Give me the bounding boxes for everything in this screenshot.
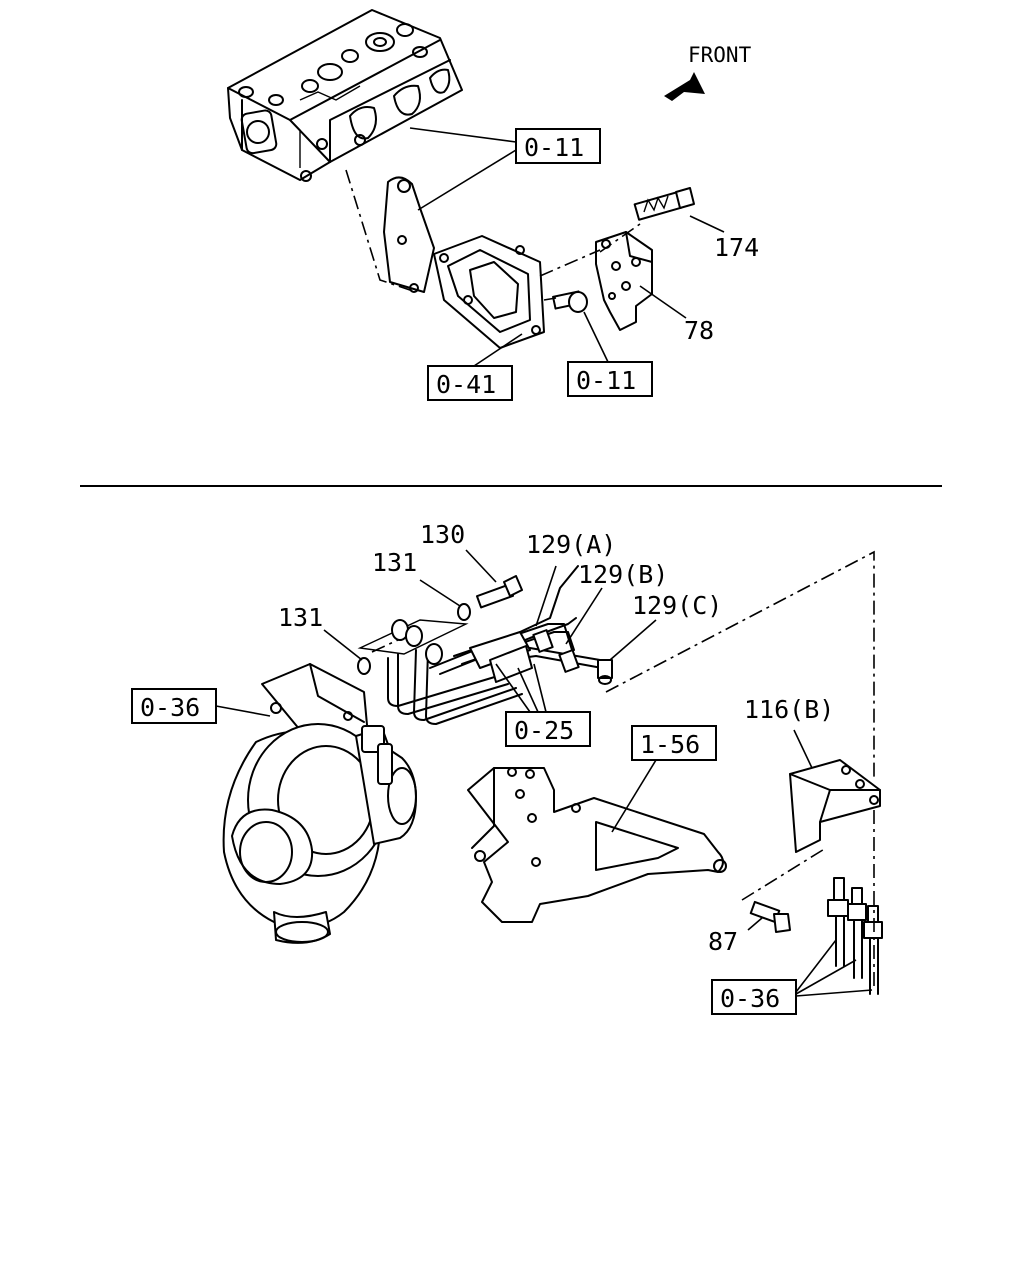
banjo-bolt-130 (475, 575, 523, 609)
hose-connectors (827, 877, 883, 995)
callout-label: 131 (372, 548, 417, 577)
ref-box (131, 688, 217, 724)
callout-label: 174 (714, 233, 759, 262)
ref-label: 0-11 (524, 133, 584, 162)
alignment-line (345, 169, 417, 293)
engine-hanger-plate (383, 176, 435, 293)
ref-label: 0-25 (514, 716, 574, 745)
alignment-line (741, 847, 827, 901)
leader (323, 629, 363, 661)
turbocharger (222, 663, 417, 944)
ref-box (631, 725, 717, 761)
mounting-flange (433, 235, 545, 349)
ref-label: 0-36 (140, 693, 200, 722)
leader (583, 311, 609, 363)
leader (793, 729, 813, 769)
callout-label: 129(C) (632, 591, 722, 620)
leader (473, 333, 523, 367)
leader (639, 285, 687, 319)
ref-box (427, 365, 513, 401)
bolt-87 (749, 900, 791, 933)
leader (565, 587, 603, 645)
leader (517, 667, 539, 713)
leader (747, 917, 763, 931)
ref-label: 0-41 (436, 370, 496, 399)
ref-box (567, 361, 653, 397)
alignment-line (599, 223, 641, 253)
bracket-78 (595, 231, 653, 331)
alignment-line (543, 297, 557, 301)
callout-label: 78 (684, 316, 714, 345)
ref-box (515, 128, 601, 164)
leader (535, 565, 557, 627)
oil-pipe-assembly (357, 565, 613, 725)
callout-label: 116(B) (744, 695, 834, 724)
ref-box (711, 979, 797, 1015)
leader (611, 759, 657, 833)
washer-131 (357, 657, 371, 675)
alignment-line (539, 249, 601, 277)
callout-label: 130 (420, 520, 465, 549)
leader (465, 549, 497, 583)
leader (795, 939, 837, 993)
leader (689, 215, 725, 233)
callout-label: 129(B) (578, 560, 668, 589)
ref-box (505, 711, 591, 747)
bolt-174 (633, 187, 695, 221)
bracket-116b (789, 759, 881, 853)
bolt-small (552, 290, 588, 313)
leader (419, 579, 461, 607)
leader (417, 149, 517, 211)
front-arrow-icon (664, 72, 705, 101)
leader (609, 619, 657, 661)
alignment-line (371, 639, 399, 653)
callout-label: 129(A) (526, 530, 616, 559)
leader (795, 989, 873, 997)
leader (409, 127, 517, 143)
bracket-1-56 (467, 767, 727, 923)
alignment-line (605, 550, 875, 780)
callout-label: 131 (278, 603, 323, 632)
leader (795, 959, 857, 995)
leader (495, 663, 531, 713)
cylinder-head (227, 9, 463, 182)
ref-label: 0-36 (720, 984, 780, 1013)
washer-131 (457, 603, 471, 621)
callout-label: 87 (708, 927, 738, 956)
ref-label: 1-56 (640, 730, 700, 759)
leader (533, 663, 547, 713)
ref-label: 0-11 (576, 366, 636, 395)
leader (215, 705, 271, 717)
front-label: FRONT (688, 43, 752, 67)
